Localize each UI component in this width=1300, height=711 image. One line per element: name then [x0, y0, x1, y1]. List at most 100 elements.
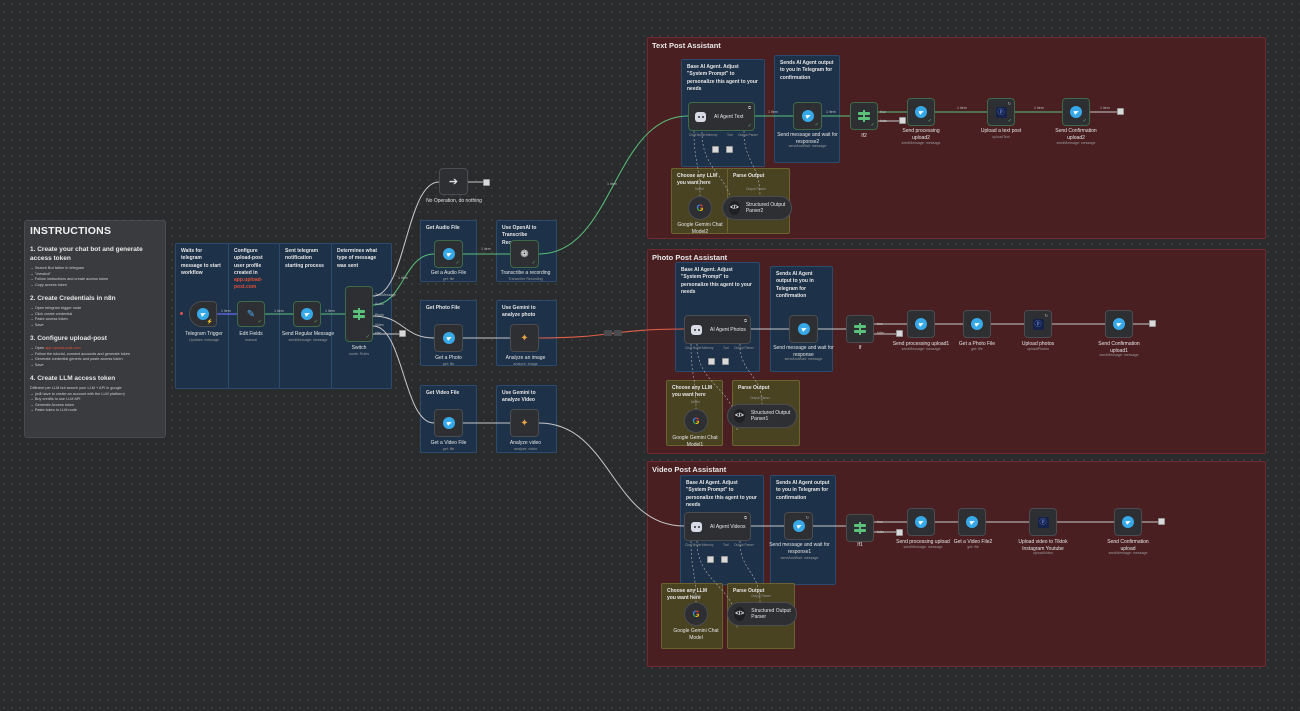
video-if-node[interactable]: [846, 514, 874, 542]
upload-video-sub: uploadVideo: [1033, 551, 1053, 555]
text-output-parser-node[interactable]: </> Structured Output Parser2: [722, 196, 792, 220]
text-send-wait-node[interactable]: ✓: [793, 102, 822, 130]
sticky-base-agent-text: Base AI Agent. Adjust "System Prompt" to…: [687, 64, 758, 92]
add-tool-button[interactable]: [721, 556, 728, 563]
ai-agent-videos-node[interactable]: AI Agent Videos ⧉: [684, 512, 751, 541]
get-photo-node[interactable]: [434, 324, 463, 352]
upload-photos-node[interactable]: ⓟ↻: [1024, 310, 1052, 338]
edge-item-count: 1 item: [398, 276, 408, 280]
photo-send-confirmation-node[interactable]: [1105, 310, 1133, 338]
add-memory-button[interactable]: [712, 146, 719, 153]
add-node-button[interactable]: [399, 330, 406, 337]
add-memory-button[interactable]: [707, 556, 714, 563]
edge-item-count: 1 item: [1100, 106, 1110, 110]
video-gemini-label: Google Gemini Chat Model: [673, 628, 719, 641]
pin-icon: ⧉: [744, 318, 747, 323]
add-node-button[interactable]: [1149, 320, 1156, 327]
photo-gemini-label: Google Gemini Chat Model1: [672, 435, 718, 448]
telegram-icon: [1113, 318, 1125, 330]
telegram-trigger-node[interactable]: ⚡: [189, 301, 217, 327]
wire-delete-button[interactable]: [614, 330, 622, 336]
add-node-button[interactable]: [483, 179, 490, 186]
get-video-file-label: Get a Video File: [430, 440, 467, 446]
analyze-image-node[interactable]: ✦: [510, 324, 539, 352]
pencil-icon: ✎: [246, 308, 256, 320]
add-node-button[interactable]: [1158, 518, 1165, 525]
add-node-button[interactable]: [899, 117, 906, 124]
telegram-icon: [197, 308, 209, 320]
send-regular-label: Send Regular Message: [281, 331, 335, 337]
sticky-edit-note[interactable]: Configure upload-post user profile creat…: [228, 243, 280, 389]
sticky-video-text: Get Video File: [426, 390, 460, 396]
success-check-icon: ✓: [365, 334, 370, 340]
edge-item-count: 1 item: [768, 110, 778, 114]
if-false-label: false: [880, 119, 888, 123]
photo-send-wait-node[interactable]: [789, 315, 818, 343]
edit-fields-sub: manual: [245, 338, 257, 342]
text-send-confirmation-sub: sendMessage: message: [1056, 141, 1096, 145]
video-gemini-model-node[interactable]: G: [684, 602, 708, 626]
video-send-wait-node[interactable]: ↻: [784, 512, 813, 540]
photo-if-node[interactable]: [846, 315, 874, 343]
add-tool-button[interactable]: [722, 358, 729, 365]
instructions-step-2-heading: 2. Create Credentials in n8n: [30, 295, 116, 303]
sticky-parse-output-text: Parse Output: [733, 173, 765, 179]
no-operation-node[interactable]: ➔: [439, 168, 468, 195]
text-parser-label: Structured Output Parser2: [745, 201, 786, 215]
add-node-button[interactable]: [896, 529, 903, 536]
upload-post-link[interactable]: app.upload-post.com: [45, 346, 81, 351]
photo-output-parser-node[interactable]: </> Structured Output Parser1: [727, 404, 797, 428]
if-icon: [854, 522, 866, 534]
sticky-edit-link[interactable]: app.upload-post.com: [234, 277, 263, 291]
gemini-icon: ✦: [520, 417, 529, 429]
switch-node[interactable]: ✓: [345, 286, 373, 342]
text-send-processing-node[interactable]: ✓: [907, 98, 935, 126]
video-get-file-label: Get a Video File2: [953, 539, 993, 545]
video-get-file-node[interactable]: [958, 508, 986, 536]
photo-get-file-node[interactable]: [963, 310, 991, 338]
get-photo-sub: get: file: [442, 362, 455, 366]
video-send-confirmation-node[interactable]: [1114, 508, 1142, 536]
port-label: Output Parser: [738, 133, 758, 137]
get-audio-file-node[interactable]: ✓: [434, 240, 463, 268]
photo-send-processing-node[interactable]: [907, 310, 935, 338]
add-tool-button[interactable]: [726, 146, 733, 153]
ai-agent-photos-node[interactable]: AI Agent Photos ⧉: [684, 315, 751, 344]
code-brackets-icon: </>: [729, 201, 740, 215]
text-gemini-model-node[interactable]: G: [688, 196, 712, 220]
upload-video-label: Upload video to Tiktok Instagram Youtube: [1018, 539, 1068, 552]
analyze-video-node[interactable]: ✦: [510, 409, 539, 437]
google-icon: G: [692, 416, 700, 426]
telegram-icon: [915, 516, 927, 528]
robot-icon: [691, 521, 702, 532]
add-node-button[interactable]: [1117, 108, 1124, 115]
instructions-step-2-line: → Open telegram trigger node: [30, 306, 82, 311]
transcribe-recording-node[interactable]: ❁✓: [510, 240, 539, 268]
upload-video-node[interactable]: ⓟ: [1029, 508, 1057, 536]
video-get-file-sub: get: file: [967, 545, 979, 549]
upload-post-icon: ⓟ: [1037, 516, 1049, 528]
send-regular-message-node[interactable]: ✓: [293, 301, 321, 327]
google-icon: G: [696, 203, 704, 213]
video-output-parser-node[interactable]: </> Structured Output Parser: [727, 602, 797, 626]
instructions-sticky-note[interactable]: INSTRUCTIONS 1. Create your chat bot and…: [24, 220, 166, 438]
add-memory-button[interactable]: [708, 358, 715, 365]
ai-agent-text-node[interactable]: AI Agent Text ⧉✓: [688, 102, 755, 131]
photo-gemini-model-node[interactable]: G: [684, 409, 708, 433]
video-send-processing-sub: sendMessage: message: [903, 545, 943, 549]
video-send-wait-sub: sendAndWait: message: [780, 556, 819, 560]
telegram-icon: [915, 106, 927, 118]
port-label: Memory: [706, 133, 718, 137]
text-if-node[interactable]: ✓: [850, 102, 878, 130]
edit-fields-node[interactable]: ✎✓: [237, 301, 265, 327]
text-send-confirmation-node[interactable]: ✓: [1062, 98, 1090, 126]
port-label: Memory: [702, 346, 714, 350]
video-send-processing-node[interactable]: [907, 508, 935, 536]
upload-text-post-node[interactable]: ⓟ↻✓: [987, 98, 1015, 126]
refresh-icon: ↻: [1007, 101, 1011, 106]
sticky-base-agent-text: Base AI Agent. Adjust "System Prompt" to…: [681, 267, 752, 295]
text-group-title: Text Post Assistant: [652, 41, 721, 50]
get-video-file-node[interactable]: [434, 409, 463, 437]
add-node-button[interactable]: [896, 330, 903, 337]
wire-action-button[interactable]: [604, 330, 612, 336]
